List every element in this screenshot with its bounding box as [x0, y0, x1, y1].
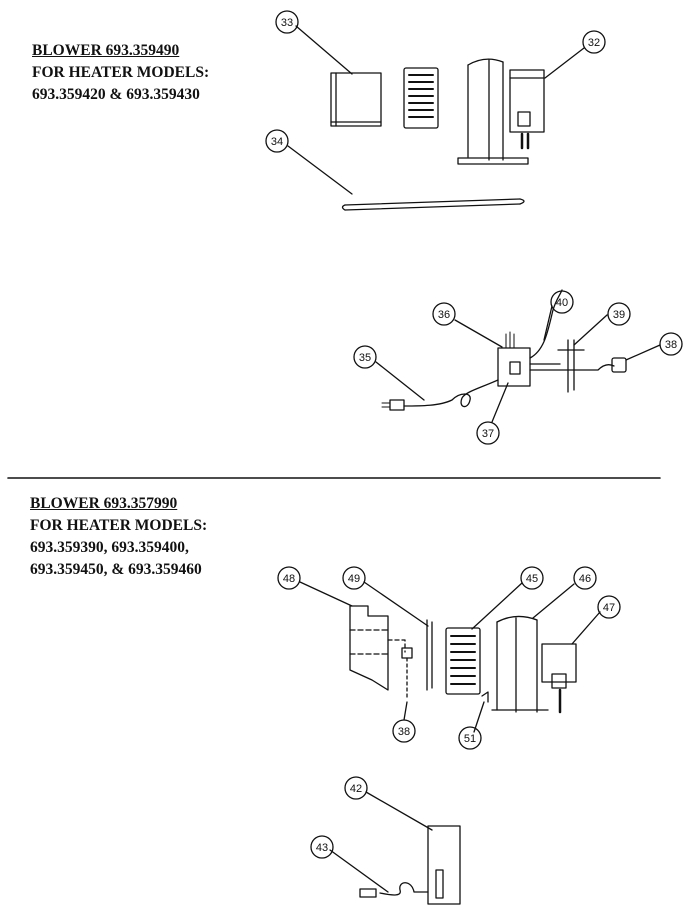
callout-34: 34 — [271, 136, 283, 148]
callout-circle-46 — [573, 566, 597, 590]
callout-circle-51 — [458, 726, 482, 750]
part-35-power-cord — [381, 379, 499, 411]
leader-47 — [571, 611, 601, 645]
part-45-fan-grille — [445, 627, 481, 695]
callout-circle-43 — [310, 835, 334, 859]
leader-32 — [544, 47, 585, 79]
part-43-power-cord — [359, 882, 429, 898]
callout-circle-49 — [342, 566, 366, 590]
heater-models-label-top: FOR HEATER MODELS: — [32, 64, 210, 81]
callout-40: 40 — [556, 297, 568, 309]
callout-circle-37 — [476, 421, 500, 445]
leader-36 — [454, 319, 503, 348]
leader-34 — [287, 145, 353, 195]
leader-51 — [473, 701, 485, 733]
callout-circle-42 — [344, 776, 368, 800]
callout-48: 48 — [283, 573, 295, 585]
leader-42 — [365, 791, 433, 831]
callout-32: 32 — [588, 37, 600, 49]
part-51-clip — [481, 691, 489, 703]
callout-circle-34 — [265, 129, 289, 153]
callout-circle-40 — [550, 290, 574, 314]
callout-49: 49 — [348, 573, 360, 585]
part-34-base-strip — [341, 198, 525, 211]
heater-models-label-bottom: FOR HEATER MODELS: — [30, 517, 208, 534]
callout-circle-33 — [275, 10, 299, 34]
heater-models-list-top: 693.359420 & 693.359430 — [32, 86, 200, 103]
leader-39 — [573, 314, 608, 346]
part-46-blower-housing — [491, 615, 549, 713]
callout-circle-39 — [607, 302, 631, 326]
callout-37: 37 — [482, 428, 494, 440]
part-49-plate — [426, 619, 433, 691]
part-47-motor — [541, 643, 577, 714]
callout-circle-32 — [582, 30, 606, 54]
callout-47: 47 — [603, 602, 615, 614]
callout-33: 33 — [281, 17, 293, 29]
leader-43 — [329, 849, 389, 893]
part-42-switch-box — [427, 825, 461, 905]
callout-43: 43 — [316, 842, 328, 854]
part-fan-grille-top — [403, 67, 439, 129]
leader-33 — [295, 25, 353, 75]
leader-49 — [363, 581, 429, 627]
callout-circle-36 — [432, 302, 456, 326]
callout-circle-48 — [277, 566, 301, 590]
heater-models-list-bottom-2: 693.359450, & 693.359460 — [30, 561, 202, 578]
part-36-switch-box — [497, 331, 531, 387]
leader-35 — [375, 361, 425, 401]
section-heading-bottom: BLOWER 693.357990 FOR HEATER MODELS: 693… — [30, 493, 207, 581]
blower-title-bottom: BLOWER 693.357990 — [30, 495, 178, 512]
callout-circle-38b — [392, 719, 416, 743]
blower-title-top: BLOWER 693.359490 — [32, 42, 180, 59]
leader-45 — [471, 582, 523, 630]
callout-35: 35 — [359, 352, 371, 364]
callout-38-top: 38 — [665, 339, 677, 351]
leader-48 — [299, 581, 353, 607]
leader-46 — [532, 583, 575, 619]
part-40-wire — [529, 289, 563, 365]
part-32-motor — [509, 69, 545, 150]
leader-38b — [403, 701, 408, 721]
callout-circle-45 — [520, 566, 544, 590]
callout-42: 42 — [350, 783, 362, 795]
heater-models-list-bottom-1: 693.359390, 693.359400, — [30, 539, 189, 556]
part-48-housing — [349, 605, 413, 701]
callout-45: 45 — [526, 573, 538, 585]
callout-39: 39 — [613, 309, 625, 321]
callout-circle-38a — [659, 332, 683, 356]
leader-37 — [491, 382, 509, 423]
leader-38a — [625, 344, 661, 361]
callout-46: 46 — [579, 573, 591, 585]
callout-circle-35 — [353, 345, 377, 369]
section-heading-top: BLOWER 693.359490 FOR HEATER MODELS: 693… — [32, 40, 209, 106]
part-39-bracket — [557, 339, 585, 393]
part-blower-housing-top — [457, 58, 529, 165]
part-38-thermostat — [529, 357, 627, 373]
part-33-cover — [330, 72, 382, 127]
leader-40 — [543, 305, 553, 341]
callout-51: 51 — [464, 733, 476, 745]
callout-38-bottom: 38 — [398, 726, 410, 738]
callout-circle-47 — [597, 595, 621, 619]
callout-36: 36 — [438, 309, 450, 321]
